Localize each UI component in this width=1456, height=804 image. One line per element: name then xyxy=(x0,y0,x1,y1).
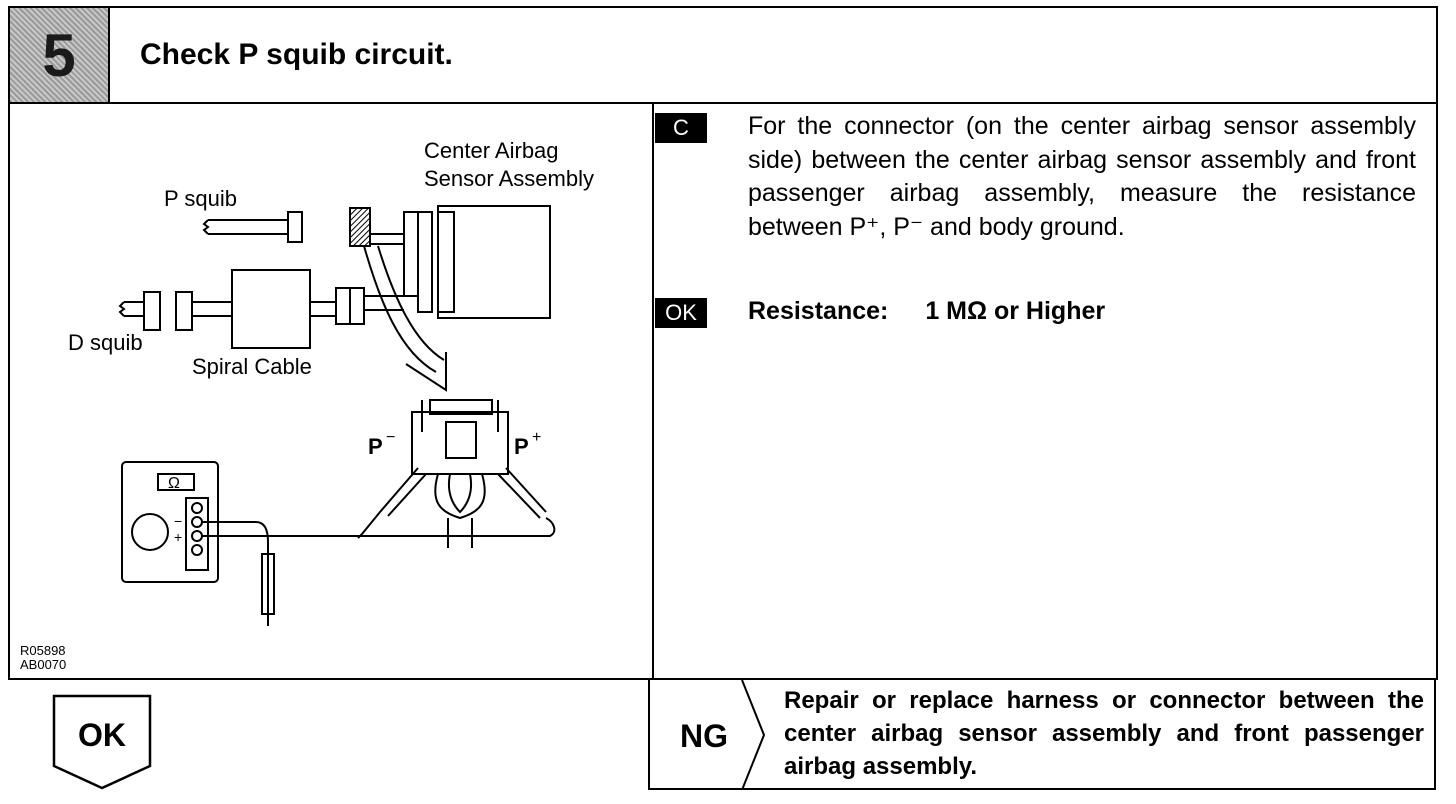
meter-minus: − xyxy=(174,513,182,529)
step-header: 5 Check P squib circuit. xyxy=(10,8,1436,104)
ref-code: R05898 xyxy=(20,643,66,658)
step-number: 5 xyxy=(42,21,76,89)
probe-left xyxy=(361,467,419,535)
sensor-assembly-flange xyxy=(437,211,455,313)
resistance-spec: Resistance: 1 MΩ or Higher xyxy=(748,297,1105,326)
ng-result-box: NG Repair or replace harness or connecto… xyxy=(648,680,1436,790)
label-p-plus-sup: + xyxy=(532,429,541,446)
label-center-airbag: Center Airbag xyxy=(424,138,559,163)
column-divider xyxy=(652,102,654,678)
sensor-connector xyxy=(417,211,433,313)
instruction-text: For the connector (on the center airbag … xyxy=(748,112,1416,241)
badge-c: C xyxy=(655,113,707,143)
resistance-value: 1 MΩ or Higher xyxy=(925,297,1106,325)
hatched-connector xyxy=(349,207,371,247)
spiral-cable-body xyxy=(231,269,311,349)
label-p-minus-sup: − xyxy=(386,429,395,446)
circuit-diagram: Center Airbag Sensor Assembly P squib D … xyxy=(68,138,594,626)
ng-chevron xyxy=(741,680,766,790)
arrow-curve xyxy=(363,245,437,373)
meter-plus: + xyxy=(174,529,182,545)
p-squib-connector xyxy=(287,211,303,243)
label-d-squib: D squib xyxy=(68,330,143,355)
label-p-minus: P xyxy=(368,434,383,459)
connector-closeup xyxy=(411,411,509,475)
label-sensor-assembly: Sensor Assembly xyxy=(424,166,594,191)
ref-codes: R05898 AB0070 xyxy=(20,644,66,672)
step-title: Check P squib circuit. xyxy=(140,38,453,71)
ng-label: NG xyxy=(680,718,728,754)
badge-ok: OK xyxy=(655,298,707,328)
probe-right xyxy=(497,473,541,519)
resistance-label: Resistance: xyxy=(748,297,889,325)
label-p-squib: P squib xyxy=(164,186,237,211)
ref-code: AB0070 xyxy=(20,657,67,672)
ok-result-pentagon: OK xyxy=(52,694,152,790)
d-squib-connector xyxy=(143,291,161,331)
step-number-box: 5 xyxy=(10,8,110,102)
ok-label: OK xyxy=(78,717,126,753)
meter-ohm-symbol: Ω xyxy=(168,475,180,492)
label-spiral-cable: Spiral Cable xyxy=(192,354,312,379)
sensor-connector-plate xyxy=(403,211,419,297)
label-p-plus: P xyxy=(514,434,529,459)
ng-text: Repair or replace harness or connector b… xyxy=(784,687,1424,780)
step-frame: 5 Check P squib circuit. xyxy=(8,6,1438,680)
